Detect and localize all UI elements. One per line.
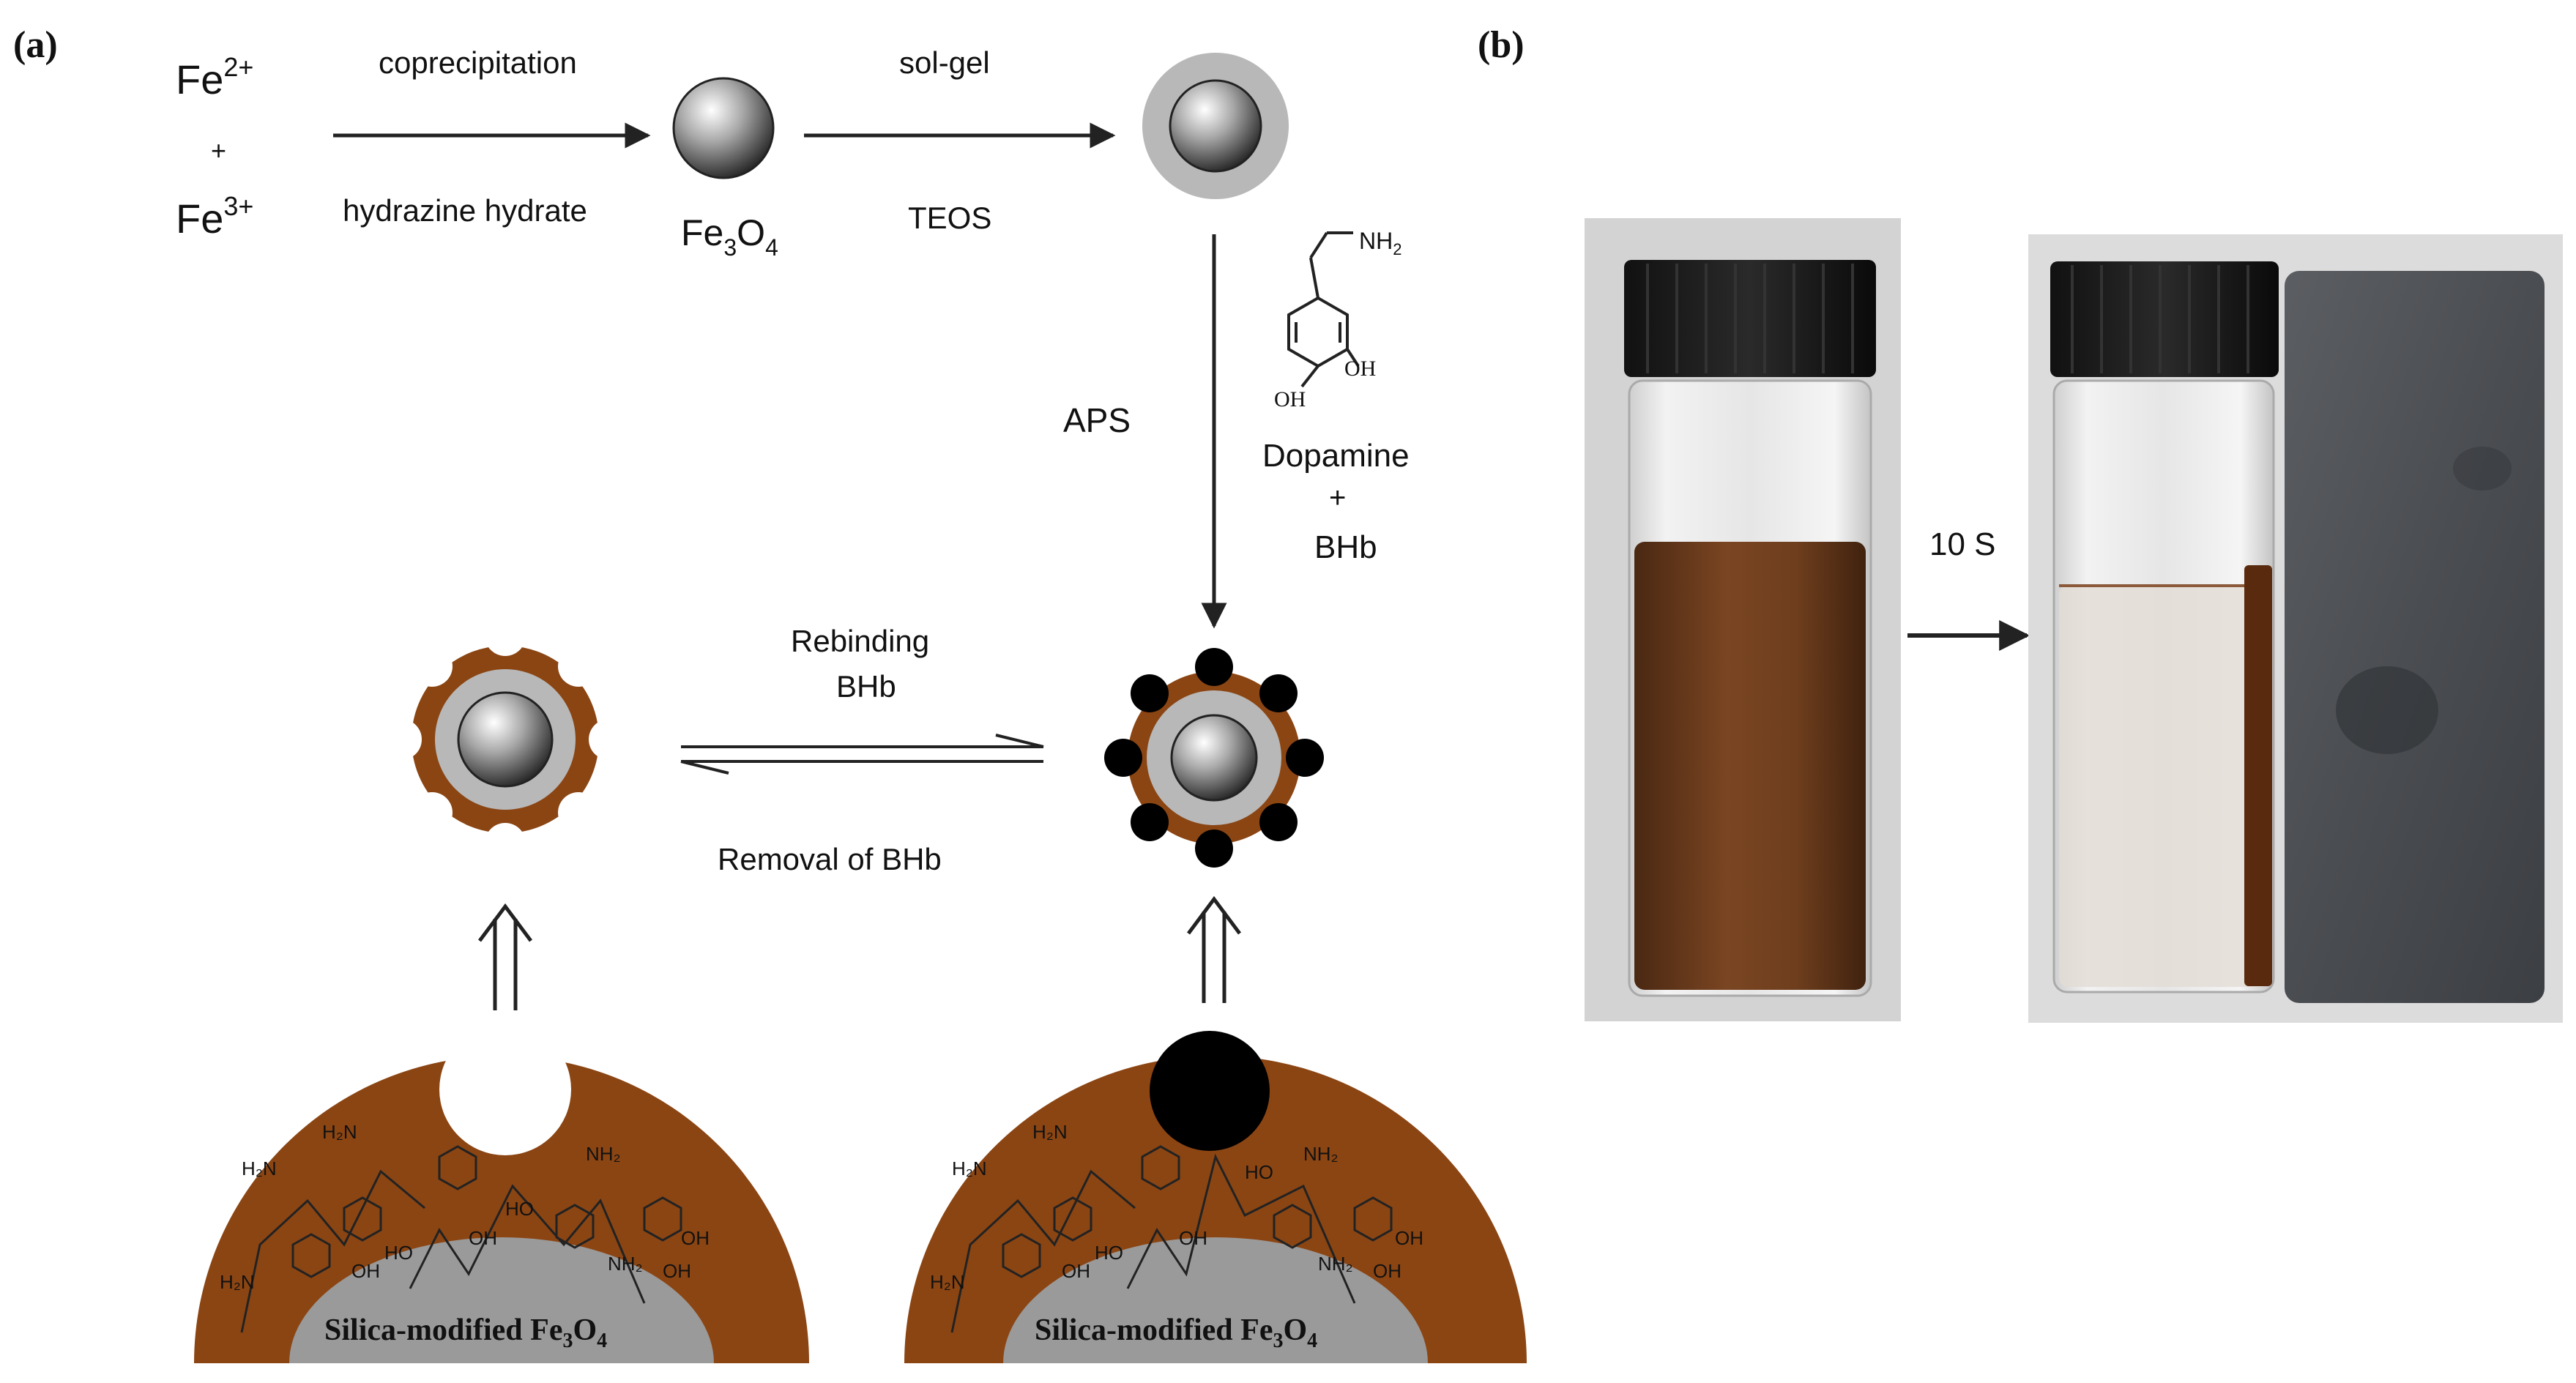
fe3-charge: 3+: [223, 191, 253, 221]
vial-cap-after: [2050, 261, 2279, 377]
oh-label-2: OH: [1274, 387, 1306, 411]
svg-text:HO: HO: [1245, 1161, 1273, 1183]
svg-text:HO: HO: [384, 1242, 413, 1264]
svg-text:H₂N: H₂N: [930, 1271, 965, 1293]
svg-text:OH: OH: [1062, 1260, 1090, 1282]
svg-text:NH₂: NH₂: [1318, 1253, 1353, 1275]
right-section-caption: Silica-modified Fe3O4: [1035, 1313, 1317, 1352]
silica-coated-particle: [1142, 53, 1289, 199]
svg-text:OH: OH: [663, 1260, 691, 1282]
rebinding-bhb-label: BHb: [836, 669, 896, 704]
dopamine-molecule: [1287, 231, 1360, 388]
svg-text:OH: OH: [1179, 1227, 1207, 1249]
svg-text:H₂N: H₂N: [220, 1271, 255, 1293]
cross-section-empty: H₂N H₂N NH₂ NH₂ H₂N HO HO OH OH OH OH Si…: [194, 1024, 809, 1363]
svg-text:OH: OH: [351, 1260, 380, 1282]
dispersed-liquid: [1634, 542, 1866, 990]
separated-particles: [2244, 565, 2272, 986]
photo-before: [1585, 218, 1901, 1021]
svg-text:H₂N: H₂N: [1032, 1121, 1068, 1143]
coprecipitation-label: coprecipitation: [379, 45, 577, 80]
teos-label: TEOS: [908, 201, 991, 235]
sol-gel-label: sol-gel: [899, 45, 990, 80]
svg-text:NH₂: NH₂: [608, 1253, 643, 1275]
svg-text:HO: HO: [505, 1198, 534, 1220]
ion-plus: +: [211, 135, 226, 165]
dopamine-plus: +: [1329, 482, 1346, 514]
svg-text:HO: HO: [1095, 1242, 1123, 1264]
photo-after: [2028, 234, 2563, 1023]
svg-text:OH: OH: [1373, 1260, 1401, 1282]
iron-ions: Fe2+ + Fe3+: [176, 52, 253, 242]
panel-a-label: (a): [13, 24, 58, 66]
svg-text:Fe2+: Fe2+: [176, 52, 253, 102]
aps-label: APS: [1063, 401, 1131, 439]
svg-text:NH₂: NH₂: [586, 1143, 621, 1165]
fe3o4-core-particle: [672, 77, 775, 179]
equilibrium-arrows: [680, 734, 1044, 775]
svg-text:OH: OH: [1395, 1227, 1423, 1249]
bound-protein-dots: [1104, 648, 1324, 868]
svg-text:NH₂: NH₂: [1303, 1143, 1339, 1165]
zoom-arrow-left: [477, 903, 533, 1010]
fe2-charge: 2+: [223, 52, 253, 82]
cross-section-bound: H₂N H₂N NH₂ NH₂ H₂N HO HO OH OH OH OH Si…: [904, 1031, 1527, 1363]
imprinted-particle-empty: [381, 615, 630, 864]
bound-protein: [1150, 1031, 1270, 1151]
removal-label: Removal of BHb: [718, 842, 942, 876]
svg-text:H₂N: H₂N: [242, 1158, 277, 1179]
time-label: 10 S: [1929, 526, 1996, 562]
dopamine-label: Dopamine: [1262, 438, 1410, 474]
hydrazine-label: hydrazine hydrate: [343, 193, 587, 228]
svg-text:OH: OH: [681, 1227, 710, 1249]
left-section-caption: Silica-modified Fe3O4: [324, 1313, 607, 1352]
vial-cap: [1624, 260, 1876, 377]
imprinted-particle-bound: [1104, 648, 1324, 868]
svg-text:OH: OH: [469, 1227, 497, 1249]
clear-liquid: [2059, 586, 2268, 987]
zoom-arrow-right: [1186, 895, 1242, 1003]
rebinding-label: Rebinding: [791, 624, 929, 658]
magnet: [2285, 271, 2545, 1003]
svg-text:Fe3+: Fe3+: [176, 191, 253, 242]
panel-b-label: (b): [1478, 24, 1525, 66]
fe2-symbol: Fe: [176, 56, 223, 102]
nh2-label: NH2: [1359, 228, 1401, 258]
svg-text:H₂N: H₂N: [952, 1158, 987, 1179]
fe3o4-label: Fe3O4: [681, 212, 778, 261]
bhb-label: BHb: [1314, 529, 1377, 565]
empty-cavity: [439, 1024, 571, 1155]
oh-label-1: OH: [1344, 357, 1376, 381]
fe3-symbol: Fe: [176, 195, 223, 242]
svg-text:H₂N: H₂N: [322, 1121, 357, 1143]
